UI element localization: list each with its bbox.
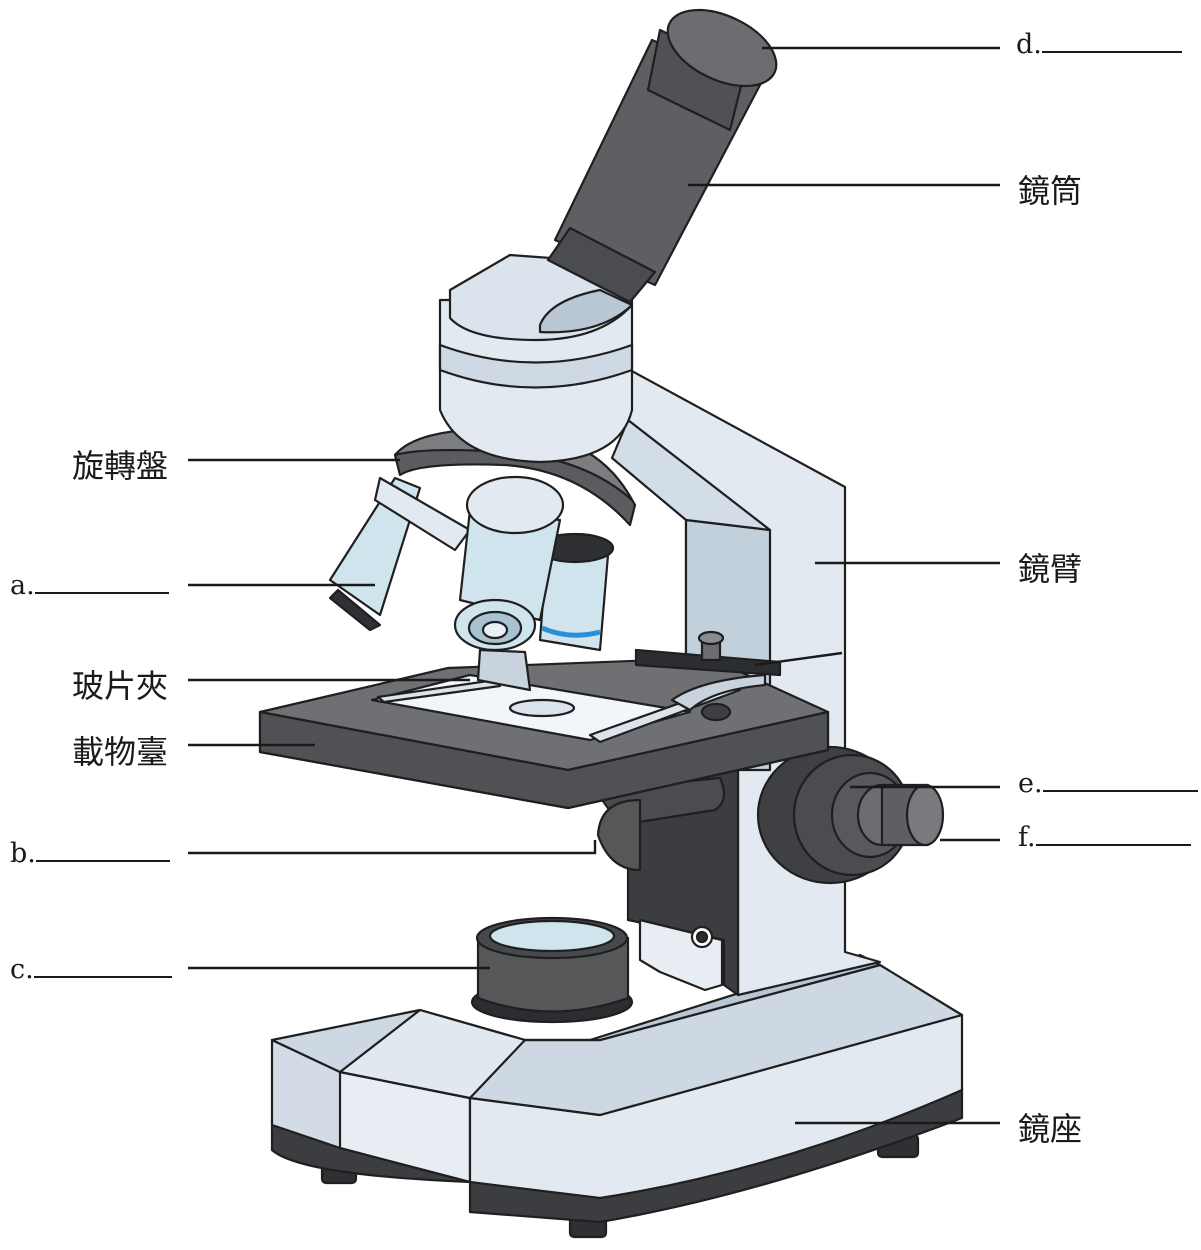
blank-f[interactable] [1036,818,1191,846]
label-a: a. [10,566,169,601]
lamp [472,918,632,1022]
label-f: f. [1018,818,1191,853]
label-b: b. [10,834,170,869]
label-d: d. [1016,25,1182,60]
blank-d[interactable] [1042,25,1182,53]
objectives [330,477,613,690]
label-xuanzhuanpan: 旋轉盤 [72,441,168,487]
label-d-text: d. [1016,29,1042,60]
label-bopianjia: 玻片夾 [72,661,168,707]
blank-a[interactable] [35,566,169,594]
label-jingzuo: 鏡座 [1018,1104,1082,1150]
label-e-text: e. [1018,768,1043,799]
blank-b[interactable] [36,834,170,862]
label-jingbi: 鏡臂 [1018,544,1082,590]
label-zaiwutai: 載物臺 [72,727,168,773]
label-c: c. [10,950,172,985]
label-f-text: f. [1018,822,1036,853]
focus-knobs [758,747,943,883]
blank-c[interactable] [34,950,172,978]
label-jingtong: 鏡筒 [1018,166,1082,212]
tube [548,0,788,302]
label-c-text: c. [10,954,34,985]
blank-e[interactable] [1043,764,1198,792]
label-b-text: b. [10,838,36,869]
label-a-text: a. [10,570,35,601]
label-e: e. [1018,764,1198,799]
